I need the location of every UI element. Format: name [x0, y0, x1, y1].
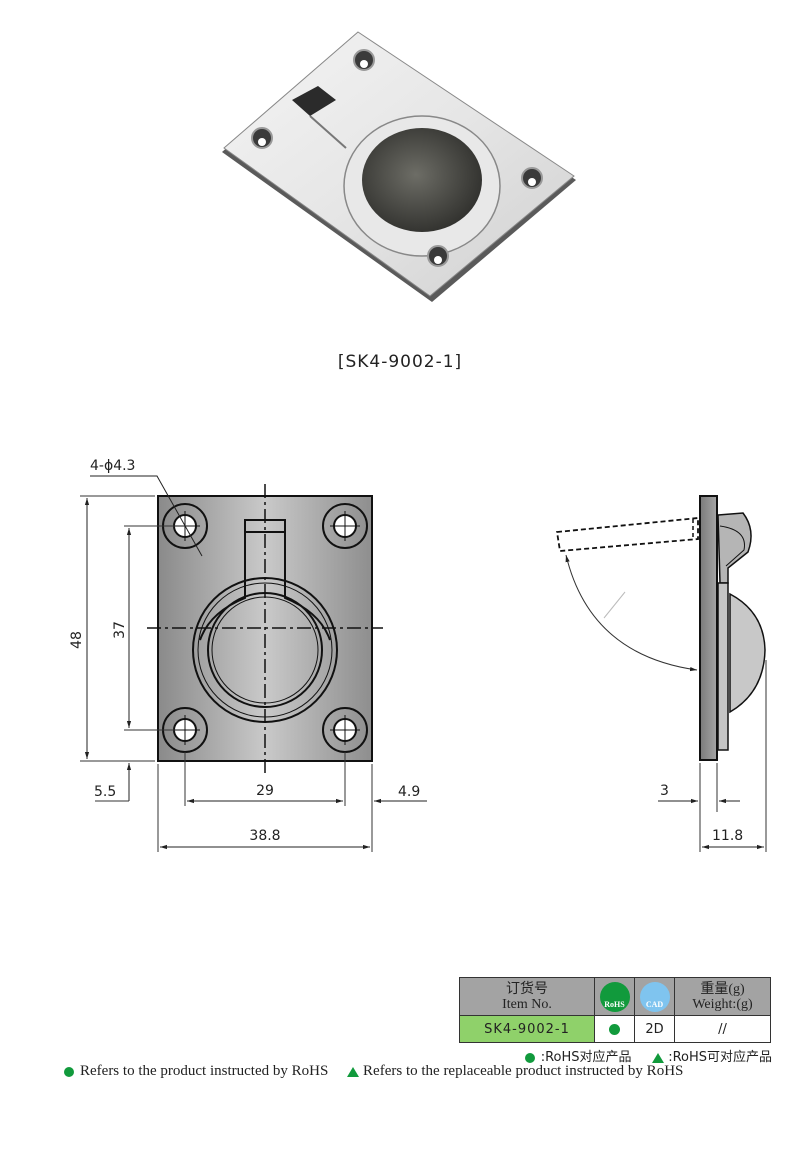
- dim-edge-offset-right: 4.9: [398, 784, 420, 800]
- dim-hole-spacing-vertical: 37: [112, 621, 128, 639]
- header-cad: CAD: [634, 977, 675, 1016]
- cad-file-icon: CAD: [639, 981, 670, 1012]
- cad-badge-label: CAD: [645, 999, 664, 1009]
- rohs-badge-icon: RoHS: [599, 981, 630, 1012]
- legend-en: Refers to the product instructed by RoHS…: [64, 1063, 683, 1080]
- header-weight-cn: 重量(g): [700, 981, 745, 997]
- header-item-en: Item No.: [502, 996, 552, 1012]
- dim-overall-depth: 11.8: [712, 828, 743, 844]
- header-rohs: RoHS: [594, 977, 635, 1016]
- header-item-no: 订货号 Item No.: [459, 977, 595, 1016]
- dim-hole-spacing-horizontal: 29: [256, 783, 274, 799]
- green-triangle-icon: [652, 1052, 665, 1063]
- technical-drawing: 4-ϕ4.3 48 37 5.5 29 4.9 38.8: [69, 458, 767, 852]
- dim-overall-width: 38.8: [249, 828, 280, 844]
- legend-cn: :RoHS对应产品 :RoHS可对应产品: [524, 1046, 772, 1065]
- table-row: SK4-9002-1 2D //: [459, 1015, 771, 1043]
- item-no-cell: SK4-9002-1: [459, 1015, 595, 1043]
- product-photo: [222, 31, 576, 302]
- green-triangle-icon: [347, 1066, 360, 1077]
- header-weight-en: Weight:(g): [692, 996, 753, 1012]
- dim-plate-thickness: 3: [660, 783, 669, 799]
- legend-cn-rohs: :RoHS对应产品: [540, 1050, 632, 1065]
- green-dot-icon: [64, 1066, 74, 1077]
- weight-cell: //: [674, 1015, 771, 1043]
- model-label: [SK4-9002-1]: [337, 352, 463, 372]
- cad-cell: 2D: [634, 1015, 675, 1043]
- hole-callout: 4-ϕ4.3: [90, 458, 135, 474]
- green-dot-icon: [524, 1052, 535, 1063]
- front-view: 4-ϕ4.3 48 37 5.5 29 4.9 38.8: [69, 458, 427, 852]
- header-item-cn: 订货号: [506, 981, 548, 997]
- legend-en-rohs: Refers to the product instructed by RoHS: [80, 1063, 329, 1079]
- spec-table: 订货号 Item No. RoHS CAD 重量(g) Weight:(g) S…: [459, 977, 771, 1043]
- table-header-row: 订货号 Item No. RoHS CAD 重量(g) Weight:(g): [459, 977, 771, 1016]
- dim-edge-offset-bottom: 5.5: [94, 784, 116, 800]
- rohs-badge-label: RoHS: [604, 999, 625, 1009]
- legend-en-replaceable: Refers to the replaceable product instru…: [363, 1063, 684, 1079]
- rohs-cell: [594, 1015, 635, 1043]
- dim-overall-height: 48: [69, 631, 85, 649]
- side-view: 3 11.8: [555, 495, 767, 852]
- legend-cn-replaceable: :RoHS可对应产品: [668, 1050, 772, 1065]
- rohs-dot-icon: [609, 1023, 620, 1035]
- header-weight: 重量(g) Weight:(g): [674, 977, 771, 1016]
